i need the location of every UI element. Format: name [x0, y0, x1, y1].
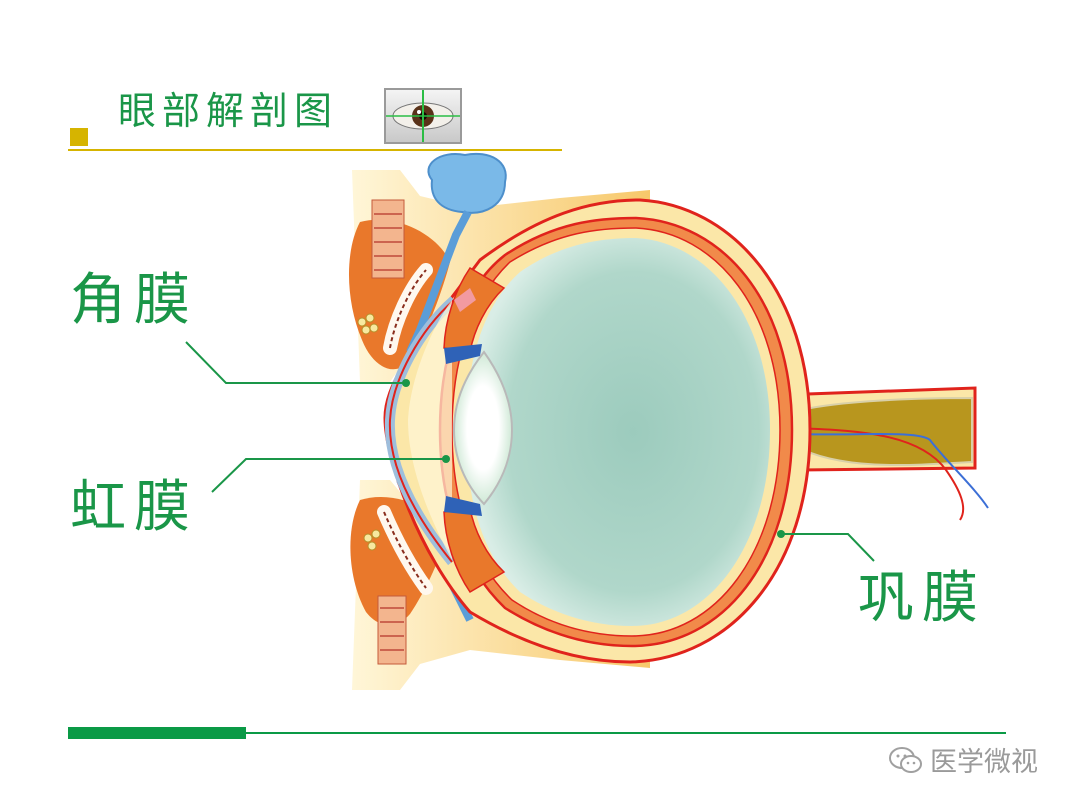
sclera-leader-line [781, 533, 875, 562]
iris-upper [444, 344, 482, 364]
central-vein [789, 433, 989, 509]
iris-label: 虹膜 [70, 475, 198, 540]
iris-lower [444, 496, 482, 516]
central-artery [789, 427, 965, 521]
iris-leader-line [211, 458, 446, 493]
page-title: 眼部解剖图 [118, 89, 339, 133]
watermark: 医学微视 [888, 746, 1038, 781]
footer-accent-bar [68, 727, 246, 739]
wechat-icon [888, 746, 924, 781]
lens [452, 350, 514, 506]
sclera-label: 巩膜 [858, 566, 986, 631]
optic-nerve [790, 396, 973, 467]
title-underline [68, 149, 562, 151]
eye-thumbnail-icon [384, 88, 462, 144]
title-square-marker [70, 128, 88, 146]
vitreous-body [466, 238, 770, 626]
limbus-upper [454, 288, 476, 312]
cornea-edge [388, 299, 455, 563]
anterior-chamber [408, 300, 452, 560]
cornea-label: 角膜 [70, 268, 198, 333]
cornea-pointer-dot [402, 379, 410, 387]
sclera-pointer-dot [777, 530, 785, 538]
eyeball [383, 198, 812, 664]
iris-pointer-dot [442, 455, 450, 463]
footer-rule [246, 732, 1006, 734]
cornea-leader-line [185, 341, 406, 384]
watermark-text: 医学微视 [930, 747, 1038, 778]
lacrimal-gland [427, 152, 507, 214]
